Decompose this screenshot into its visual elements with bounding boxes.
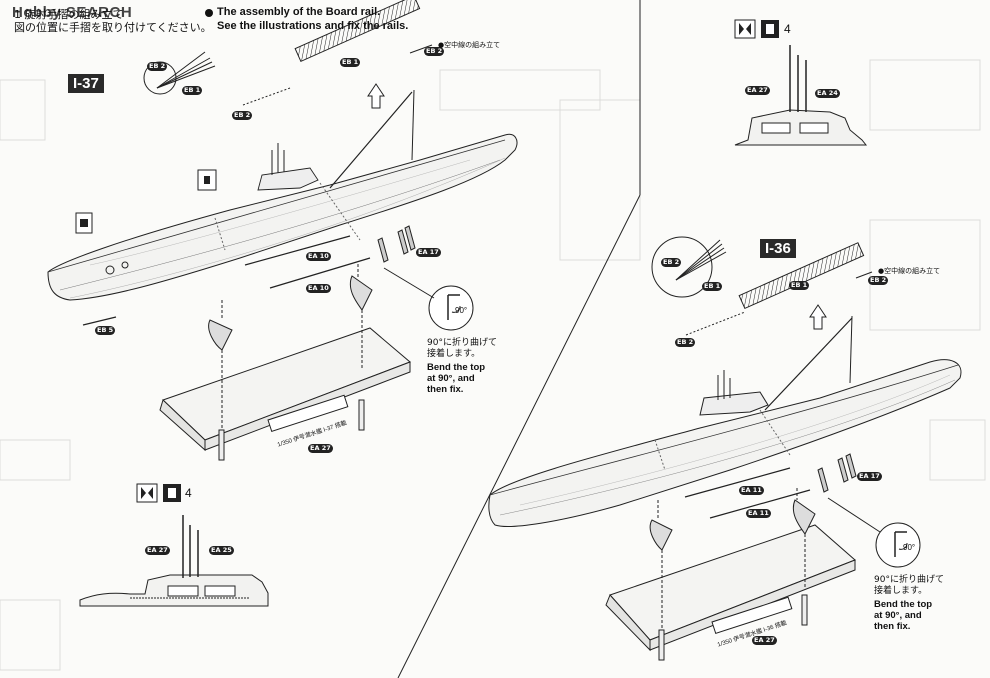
part-label: EB 2 [147, 62, 168, 71]
i37-bend-inset [383, 267, 474, 331]
header-en-line1: The assembly of the Board rail. [217, 6, 381, 18]
part-label: EA 10 [306, 284, 331, 293]
i36-inset-tower [734, 19, 868, 146]
part-label: EB 2 [424, 47, 445, 56]
part-label: EA 27 [752, 636, 777, 645]
bullet-icon [205, 9, 213, 17]
part-label: EA 25 [209, 546, 234, 555]
panel-divider [397, 0, 641, 678]
part-label: EB 2 [675, 338, 696, 347]
bend-note-en-right: Bend the top at 90°, and then fix. [874, 599, 933, 632]
i36-aerial-parts [651, 236, 873, 336]
i36-rail-parts [684, 453, 857, 519]
part-label: EB 1 [789, 281, 810, 290]
part-label: EA 27 [308, 444, 333, 453]
watermark: Hobby SEARCH [12, 4, 133, 21]
i36-bend-inset [827, 497, 921, 568]
part-label: EA 10 [306, 252, 331, 261]
part-label: EA 17 [857, 472, 882, 481]
bend-note-jp-right: 90°に折り曲げて 接着します。 [874, 575, 944, 596]
i37-rail-parts [82, 225, 416, 326]
part-label: EA 27 [145, 546, 170, 555]
angle-label-right: 90° [903, 543, 916, 552]
model-tag-i37: I-37 [68, 74, 104, 93]
bleed-through-marks [0, 59, 986, 671]
bend-note-en-left: Bend the top at 90°, and then fix. [427, 362, 486, 395]
i37-stand [159, 264, 411, 461]
i37-inset-tower [79, 483, 269, 607]
part-label: EA 11 [739, 486, 764, 495]
header-jp-line2: 図の位置に手摺を取り付けてください。 [14, 21, 212, 34]
i37-direction-icons [75, 169, 217, 234]
bend-note-jp-left: 90°に折り曲げて 接着します。 [427, 338, 497, 359]
mid-air-note-right: ●空中線の組み立て [878, 267, 941, 275]
i36-hull [488, 315, 962, 527]
view-number-left: 4 [185, 486, 192, 500]
i36-stand [605, 488, 856, 661]
part-label: EB 2 [232, 111, 253, 120]
mid-air-note-left: ●空中線の組み立て [438, 41, 501, 49]
view-number-right: 4 [784, 22, 791, 36]
angle-label-left: 90° [455, 306, 468, 315]
part-label: EB 1 [702, 282, 723, 291]
header-en-line2: See the illustrations and fix the rails. [217, 20, 409, 32]
part-label: EB 2 [868, 276, 889, 285]
part-label: EA 11 [746, 509, 771, 518]
part-label: EB 2 [661, 258, 682, 267]
part-label: EB 5 [95, 326, 116, 335]
model-tag-i36: I-36 [760, 239, 796, 258]
part-label: EA 24 [815, 89, 840, 98]
part-label: EA 27 [745, 86, 770, 95]
part-label: EB 1 [182, 86, 203, 95]
part-label: EA 17 [416, 248, 441, 257]
i37-hull [47, 89, 518, 301]
i37-aerial-parts [143, 0, 433, 109]
part-label: EB 1 [340, 58, 361, 67]
header-jp-line1: 1 旋射手摺の組み立て [14, 8, 124, 21]
